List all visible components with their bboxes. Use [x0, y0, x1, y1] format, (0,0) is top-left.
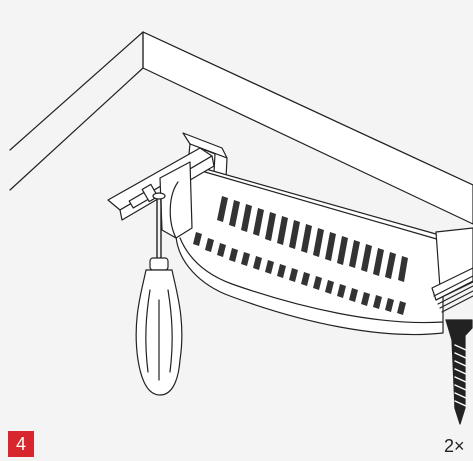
end-cap-bracket — [107, 147, 215, 239]
mounting-bracket-front — [431, 227, 473, 313]
fastener-quantity-label: 2× — [444, 436, 465, 456]
step-number-badge: 4 — [8, 431, 34, 457]
vent-row-lower — [193, 232, 406, 315]
light-fixture — [175, 163, 444, 336]
vent-row-upper — [217, 196, 408, 282]
screw-icon — [445, 319, 473, 425]
ceiling-surface — [9, 31, 473, 225]
screwdriver-icon — [135, 192, 183, 396]
